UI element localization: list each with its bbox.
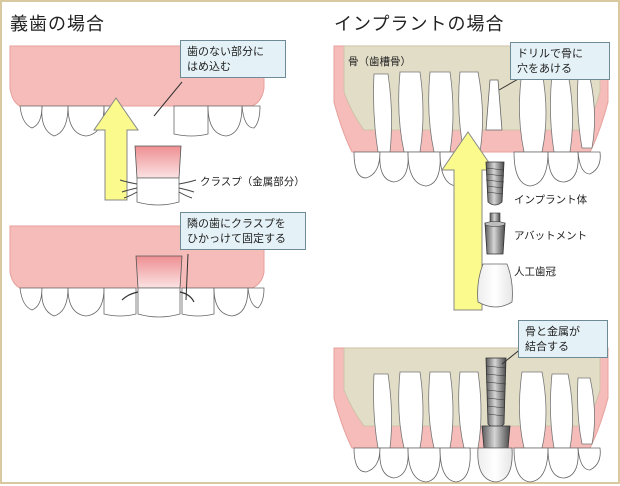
callout-line: 穴をあける bbox=[517, 62, 572, 75]
callout-pointer-clasp bbox=[185, 253, 189, 301]
callout-clasp: 隣の歯にクラスプを ひかっけて固定する bbox=[180, 212, 306, 250]
denture-piece bbox=[119, 145, 197, 206]
callout-bond: 骨と金属が 結合する bbox=[518, 320, 608, 358]
callout-line: 結合する bbox=[525, 340, 569, 353]
callout-drill: ドリルで骨に 穴をあける bbox=[510, 42, 610, 80]
label-crown: 人工歯冠 bbox=[514, 266, 556, 278]
callout-missing-tooth: 歯のない部分に はめ込む bbox=[180, 40, 286, 78]
callout-line: ドリルで骨に bbox=[517, 47, 583, 60]
implant-fixture bbox=[485, 161, 505, 206]
callout-line: 歯のない部分に bbox=[187, 45, 264, 58]
label-abutment: アバットメント bbox=[514, 230, 588, 242]
bone-label: 骨（歯槽骨） bbox=[348, 56, 411, 68]
clasp-label: クラスプ（金属部分） bbox=[200, 176, 305, 188]
callout-line: 骨と金属が bbox=[525, 325, 580, 338]
artificial-crown bbox=[477, 263, 513, 308]
callout-line: 隣の歯にクラスプを bbox=[187, 217, 286, 230]
label-implant-fixture: インプラント体 bbox=[514, 194, 588, 206]
denture-title: 義歯の場合 bbox=[10, 14, 105, 35]
callout-pointer-drill bbox=[498, 77, 521, 91]
callout-line: はめ込む bbox=[187, 60, 231, 73]
implant-title: インプラントの場合 bbox=[334, 14, 505, 35]
callout-line: ひかっけて固定する bbox=[187, 232, 286, 245]
callout-pointer bbox=[153, 81, 183, 117]
insert-arrow bbox=[93, 97, 139, 201]
implant-integrated-jaw bbox=[333, 347, 609, 483]
implant-abutment bbox=[484, 212, 506, 255]
